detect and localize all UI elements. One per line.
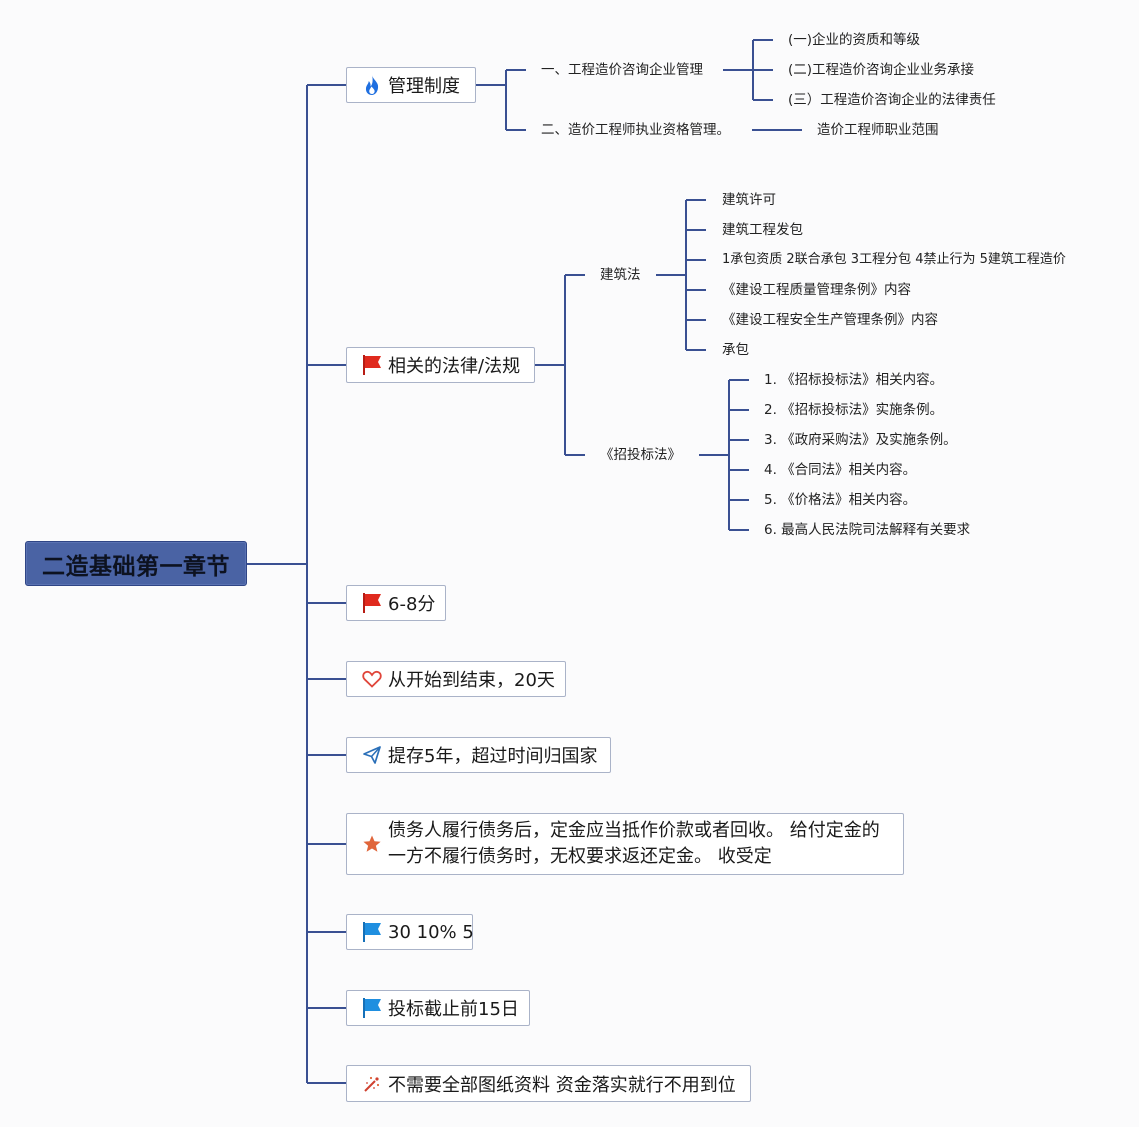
leaf-item[interactable]: 4. 《合同法》相关内容。 bbox=[764, 462, 917, 478]
leaf-item[interactable]: 1承包资质 2联合承包 3工程分包 4禁止行为 5建筑工程造价 bbox=[722, 252, 1066, 267]
topic-numbers[interactable]: 30 10% 5 bbox=[346, 914, 474, 950]
leaf-item[interactable]: 建筑工程发包 bbox=[722, 222, 803, 238]
topic-label: 提存5年，超过时间归国家 bbox=[388, 746, 598, 767]
red-flag-icon bbox=[361, 354, 383, 376]
subtopic-cost-consulting-management[interactable]: 一、工程造价咨询企业管理 bbox=[541, 62, 703, 78]
topic-score-range[interactable]: 6-8分 bbox=[346, 585, 446, 621]
topic-label-line-1: 债务人履行债务后，定金应当抵作价款或者回收。 给付定金的 bbox=[388, 820, 880, 841]
topic-label: 相关的法律/法规 bbox=[388, 356, 521, 377]
topic-deposit-rule[interactable]: 债务人履行债务后，定金应当抵作价款或者回收。 给付定金的 一方不履行债务时，无权… bbox=[346, 813, 904, 875]
leaf-item[interactable]: 2. 《招标投标法》实施条例。 bbox=[764, 402, 944, 418]
leaf-item[interactable]: 《建设工程安全生产管理条例》内容 bbox=[722, 312, 938, 328]
leaf-item[interactable]: 承包 bbox=[722, 342, 749, 358]
root-topic-label: 二造基础第一章节 bbox=[42, 553, 230, 580]
topic-funding-requirement[interactable]: 不需要全部图纸资料 资金落实就行不用到位 bbox=[346, 1065, 751, 1102]
topic-management-system[interactable]: 管理制度 bbox=[346, 67, 476, 103]
topic-label: 30 10% 5 bbox=[388, 921, 474, 943]
topic-deposit-five-years[interactable]: 提存5年，超过时间归国家 bbox=[346, 737, 611, 773]
sparkle-icon bbox=[361, 1073, 383, 1095]
leaf-item[interactable]: (二)工程造价咨询企业业务承接 bbox=[788, 62, 975, 78]
leaf-item[interactable]: (三）工程造价咨询企业的法律责任 bbox=[788, 92, 996, 108]
fire-icon bbox=[361, 74, 383, 96]
subtopic-construction-law[interactable]: 建筑法 bbox=[600, 267, 641, 283]
heart-icon bbox=[361, 668, 383, 690]
topic-label: 管理制度 bbox=[388, 76, 460, 97]
subtopic-engineer-qualification[interactable]: 二、造价工程师执业资格管理。 bbox=[541, 122, 730, 138]
leaf-item[interactable]: 1. 《招标投标法》相关内容。 bbox=[764, 372, 944, 388]
blue-flag-icon bbox=[361, 997, 383, 1019]
topic-related-laws[interactable]: 相关的法律/法规 bbox=[346, 347, 535, 383]
leaf-item[interactable]: 3. 《政府采购法》及实施条例。 bbox=[764, 432, 957, 448]
leaf-item[interactable]: 《建设工程质量管理条例》内容 bbox=[722, 282, 911, 298]
blue-flag-icon bbox=[361, 921, 383, 943]
topic-twenty-days[interactable]: 从开始到结束，20天 bbox=[346, 661, 566, 697]
topic-label: 不需要全部图纸资料 资金落实就行不用到位 bbox=[388, 1074, 736, 1096]
root-topic[interactable]: 二造基础第一章节 bbox=[25, 541, 247, 586]
star-icon bbox=[361, 833, 383, 855]
topic-bid-deadline[interactable]: 投标截止前15日 bbox=[346, 990, 530, 1026]
leaf-item[interactable]: (一)企业的资质和等级 bbox=[788, 32, 921, 48]
topic-label: 投标截止前15日 bbox=[388, 999, 519, 1020]
topic-label: 从开始到结束，20天 bbox=[388, 670, 555, 691]
leaf-item[interactable]: 建筑许可 bbox=[722, 192, 776, 208]
red-flag-icon bbox=[361, 592, 383, 614]
topic-label-line-2: 一方不履行债务时，无权要求返还定金。 收受定 bbox=[388, 846, 772, 867]
topic-label: 6-8分 bbox=[388, 594, 436, 615]
leaf-item[interactable]: 造价工程师职业范围 bbox=[817, 122, 939, 138]
subtopic-bidding-law[interactable]: 《招投标法》 bbox=[600, 447, 681, 463]
leaf-item[interactable]: 6. 最高人民法院司法解释有关要求 bbox=[764, 522, 971, 538]
paper-plane-icon bbox=[361, 744, 383, 766]
leaf-item[interactable]: 5. 《价格法》相关内容。 bbox=[764, 492, 917, 508]
